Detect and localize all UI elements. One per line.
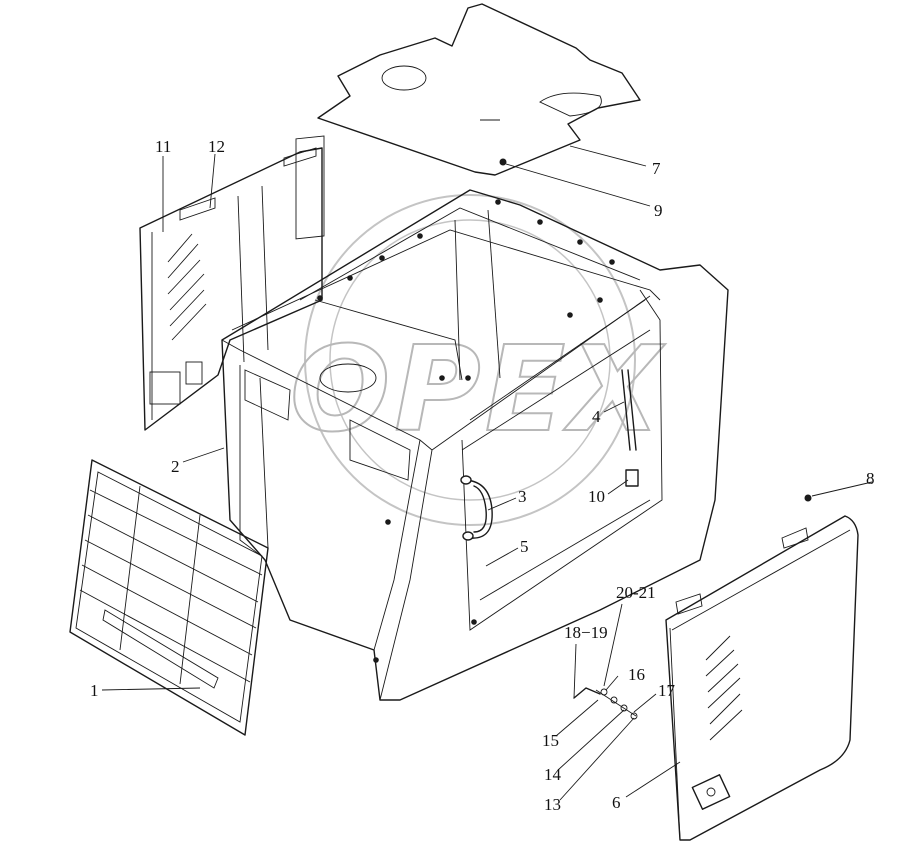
callout-2: 2 bbox=[171, 457, 180, 476]
watermark-gear-inner bbox=[329, 219, 611, 501]
rear-panel-slots bbox=[167, 233, 207, 341]
callout-13: 13 bbox=[544, 795, 561, 814]
callout-9: 9 bbox=[654, 201, 663, 220]
callout-14: 14 bbox=[544, 765, 562, 784]
watermark-gear bbox=[304, 194, 636, 526]
callout-10: 10 bbox=[588, 487, 605, 506]
callout-11: 11 bbox=[155, 137, 171, 156]
roof-plate bbox=[317, 3, 641, 176]
grab-handle bbox=[460, 475, 493, 541]
bolt-8 bbox=[804, 494, 812, 502]
callout-8: 8 bbox=[866, 469, 875, 488]
rear-panel bbox=[139, 135, 325, 431]
frame-bolts bbox=[317, 199, 615, 663]
callout-16: 16 bbox=[628, 665, 645, 684]
callout-4: 4 bbox=[592, 407, 601, 426]
callout-labels: 1 2 3 4 5 6 7 8 9 10 11 12 13 14 15 16 1… bbox=[90, 137, 875, 814]
callout-6: 6 bbox=[612, 793, 621, 812]
callout-18-19: 18−19 bbox=[564, 623, 608, 642]
callout-1: 1 bbox=[90, 681, 99, 700]
side-door bbox=[665, 515, 859, 841]
callout-7: 7 bbox=[652, 159, 661, 178]
callout-17: 17 bbox=[658, 681, 676, 700]
latch-assembly bbox=[573, 687, 638, 720]
watermark: OPEX bbox=[289, 194, 665, 526]
gas-strut bbox=[621, 369, 639, 487]
cab-body bbox=[221, 189, 729, 701]
callout-3: 3 bbox=[518, 487, 527, 506]
bolt-9 bbox=[499, 158, 507, 166]
watermark-text: OPEX bbox=[290, 320, 665, 458]
front-guard bbox=[69, 459, 269, 736]
leader-lines bbox=[101, 145, 873, 801]
callout-20-21: 20-21 bbox=[616, 583, 656, 602]
callout-12: 12 bbox=[208, 137, 225, 156]
side-door-slots bbox=[705, 635, 743, 741]
callout-5: 5 bbox=[520, 537, 529, 556]
callout-15: 15 bbox=[542, 731, 559, 750]
